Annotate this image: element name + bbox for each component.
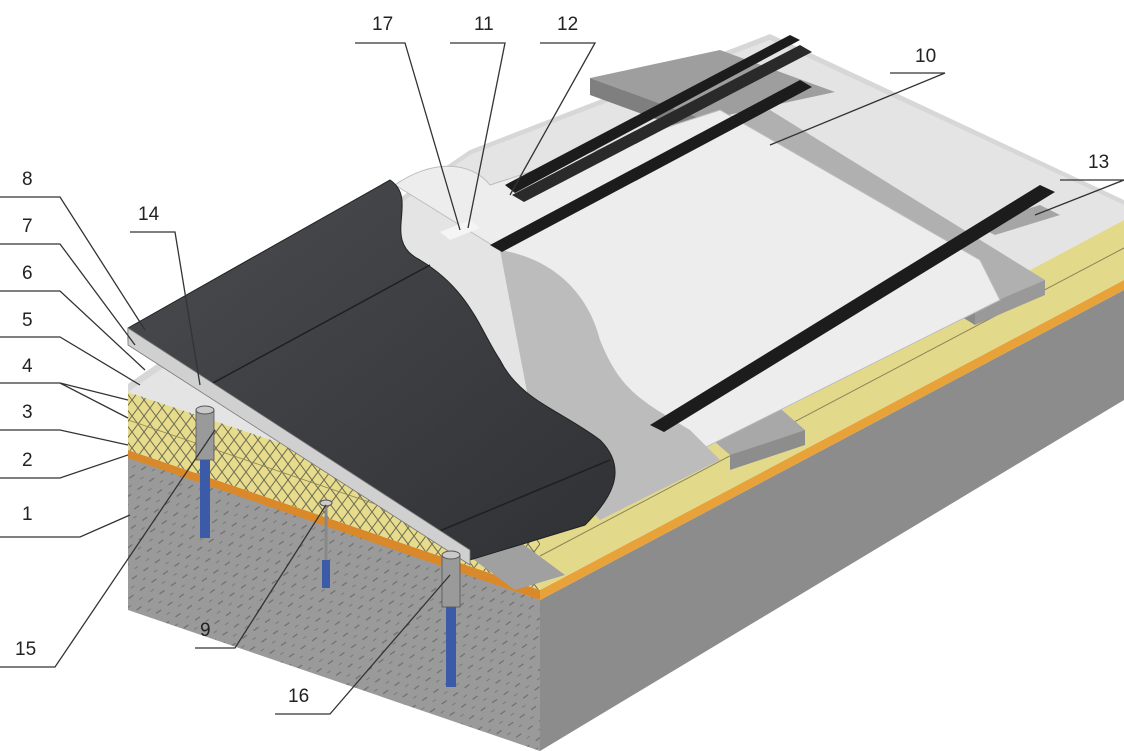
callout-2: 2	[22, 450, 33, 471]
callout-6: 6	[22, 263, 33, 284]
callout-8: 8	[22, 169, 33, 190]
anchor-front	[441, 550, 461, 687]
callout-5: 5	[22, 310, 33, 331]
callout-10: 10	[915, 46, 936, 67]
concrete-slab	[128, 290, 1124, 751]
leader-lines	[0, 42, 1124, 715]
fastener-anchors	[195, 405, 461, 687]
callout-14: 14	[138, 204, 160, 225]
callout-17: 17	[372, 14, 393, 35]
anchor-left	[195, 405, 215, 538]
callout-3: 3	[22, 402, 33, 423]
callout-9: 9	[200, 620, 211, 641]
callout-1: 1	[22, 504, 33, 525]
callout-13: 13	[1088, 152, 1109, 173]
roofing-membrane	[127, 179, 616, 566]
callout-7: 7	[22, 216, 33, 237]
callout-15: 15	[15, 639, 36, 660]
callout-12: 12	[557, 14, 578, 35]
vapor-barrier-layer	[128, 280, 1124, 600]
callout-11: 11	[474, 14, 494, 35]
anchor-middle	[319, 499, 333, 588]
callout-4: 4	[22, 356, 33, 377]
callout-labels: 1 2 3 4 5 6 7 8 14 17 11 12 10 13 15 9 1…	[15, 14, 1109, 707]
callout-16: 16	[288, 686, 309, 707]
mounting-rails	[440, 35, 1055, 432]
